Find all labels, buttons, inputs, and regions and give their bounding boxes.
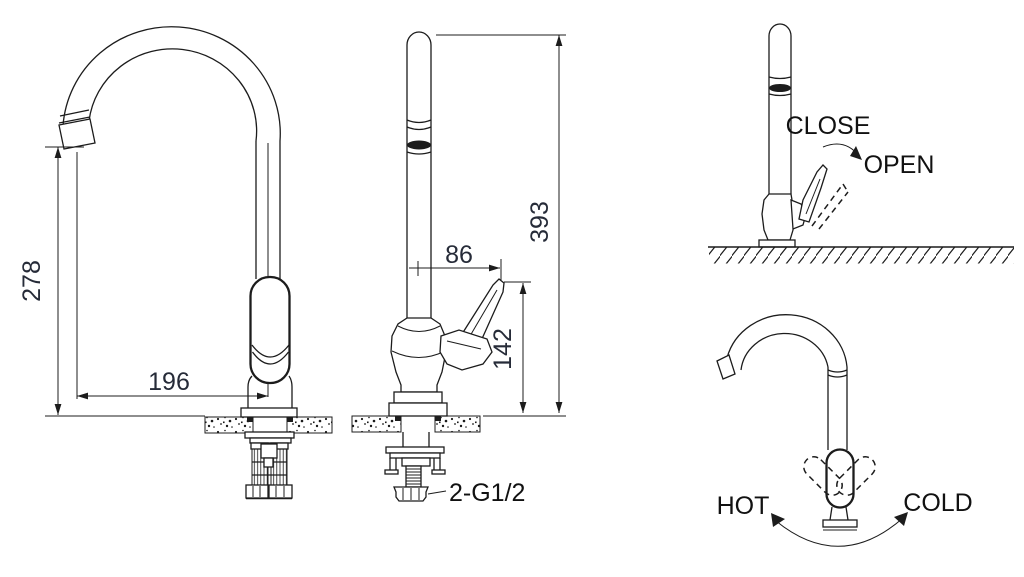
base-flange-operation <box>758 239 796 248</box>
thread-leader-line <box>427 490 447 495</box>
base-flange-rotation <box>822 519 858 528</box>
leg-foot-left <box>384 469 399 475</box>
dim-196-label: 196 <box>148 368 190 396</box>
counter-cut-mark <box>435 416 441 421</box>
handle-lever-closed <box>798 164 828 223</box>
handle-bottom-seams <box>251 344 290 365</box>
hot-label: HOT <box>717 492 770 520</box>
handle-side <box>249 275 291 385</box>
riser-dark-band <box>407 140 431 150</box>
open-label: OPEN <box>864 151 935 179</box>
nut-facets <box>252 486 285 497</box>
riser-front <box>406 31 432 318</box>
mounting-hardware-side <box>244 431 295 500</box>
ext-line <box>45 146 205 417</box>
lock-plate <box>249 437 292 444</box>
bracket-legs <box>389 458 441 470</box>
spout-tip <box>716 354 736 380</box>
riser-operation <box>768 23 792 194</box>
cold-label: COLD <box>903 489 972 517</box>
dim-393-label: 393 <box>526 201 554 243</box>
dimension-handle-reach: 86 <box>409 241 502 281</box>
ground-hatching <box>709 247 1014 264</box>
riser-band-underline <box>406 151 432 155</box>
connector-nut-facets <box>402 488 420 500</box>
hot-arrowhead <box>771 513 785 527</box>
neck-rotation <box>829 506 849 521</box>
base-flange-front <box>388 402 448 417</box>
leg-foot-right <box>431 469 446 475</box>
mounting-hardware-front <box>384 432 447 502</box>
center-stud-tip <box>263 457 274 468</box>
countertop-left-slab <box>351 415 402 433</box>
spout-inner-curve <box>740 332 829 371</box>
hose-nut-left <box>245 484 269 499</box>
washer-plate <box>244 431 295 439</box>
handle-housing-front <box>439 329 493 371</box>
handle-rotated-right-dashed <box>836 456 876 496</box>
arrowhead-right <box>489 264 500 272</box>
body-side <box>247 375 293 408</box>
handle-lever-inner-line <box>469 289 498 337</box>
shank-lines <box>402 432 430 447</box>
operation-view: CLOSE OPEN <box>708 23 1014 264</box>
side-view: 278 196 <box>18 26 333 500</box>
riser-rotation <box>827 367 848 450</box>
handle-lever-open-dashed <box>811 183 849 230</box>
body-operation <box>761 193 796 241</box>
countertop-right-slab <box>434 415 481 433</box>
spout-outer-curve <box>726 314 848 368</box>
arrowhead-left <box>77 392 88 400</box>
handle-lever-inner-line <box>805 178 821 215</box>
hose-nut-right <box>268 484 293 499</box>
riser-ring-band <box>406 119 432 131</box>
dimension-overall-height: 393 <box>436 34 566 417</box>
dimension-spout-height: 278 <box>18 146 205 417</box>
center-block <box>401 457 431 467</box>
countertop-left-slab <box>204 416 254 434</box>
dimension-handle-height: 142 <box>489 281 531 413</box>
base-flange-side <box>240 407 298 418</box>
spout-inner-curve <box>88 48 258 142</box>
dim-142-label: 142 <box>489 328 517 370</box>
close-label: CLOSE <box>786 112 871 140</box>
close-open-arrowhead <box>850 146 862 160</box>
arrowhead-right <box>257 392 268 400</box>
countertop-right-slab <box>286 416 333 434</box>
arrowhead-up <box>519 283 527 294</box>
arrowhead-down <box>54 404 62 415</box>
base-neck-front <box>393 391 443 404</box>
riser-band-lines <box>768 76 792 80</box>
counter-cut-mark <box>395 416 401 421</box>
dimension-spout-reach: 196 <box>76 152 268 400</box>
handle-housing-line <box>446 340 482 350</box>
arrowhead-down <box>555 402 563 413</box>
bracket-plate-2 <box>389 452 441 459</box>
dim-278-label: 278 <box>18 260 46 302</box>
riser-dark-band <box>769 84 791 92</box>
arrowhead-down <box>519 402 527 413</box>
front-view: 2-G1/2 86 142 393 <box>351 31 566 507</box>
rotation-view: HOT COLD <box>716 314 973 547</box>
arrowhead-up <box>54 147 62 158</box>
riser-band-underline <box>768 93 792 97</box>
counter-cut-mark <box>287 417 293 422</box>
thread-size-label: 2-G1/2 <box>449 479 525 507</box>
riser-joint-lines <box>827 369 848 378</box>
spout-tip <box>58 118 96 150</box>
cold-arrowhead <box>894 512 908 526</box>
arrowhead-up <box>555 35 563 46</box>
spout-outer-curve <box>62 26 281 142</box>
hot-cold-arrow-arc <box>775 517 904 547</box>
dim-86-label: 86 <box>445 241 473 269</box>
body-front <box>390 317 447 393</box>
handle-rotated-left-dashed <box>803 456 843 496</box>
spout-seam-line <box>58 109 91 124</box>
counter-cut-mark <box>247 417 253 422</box>
center-stud <box>260 443 278 459</box>
thread-lines <box>406 468 421 485</box>
bracket-plate <box>385 446 445 454</box>
